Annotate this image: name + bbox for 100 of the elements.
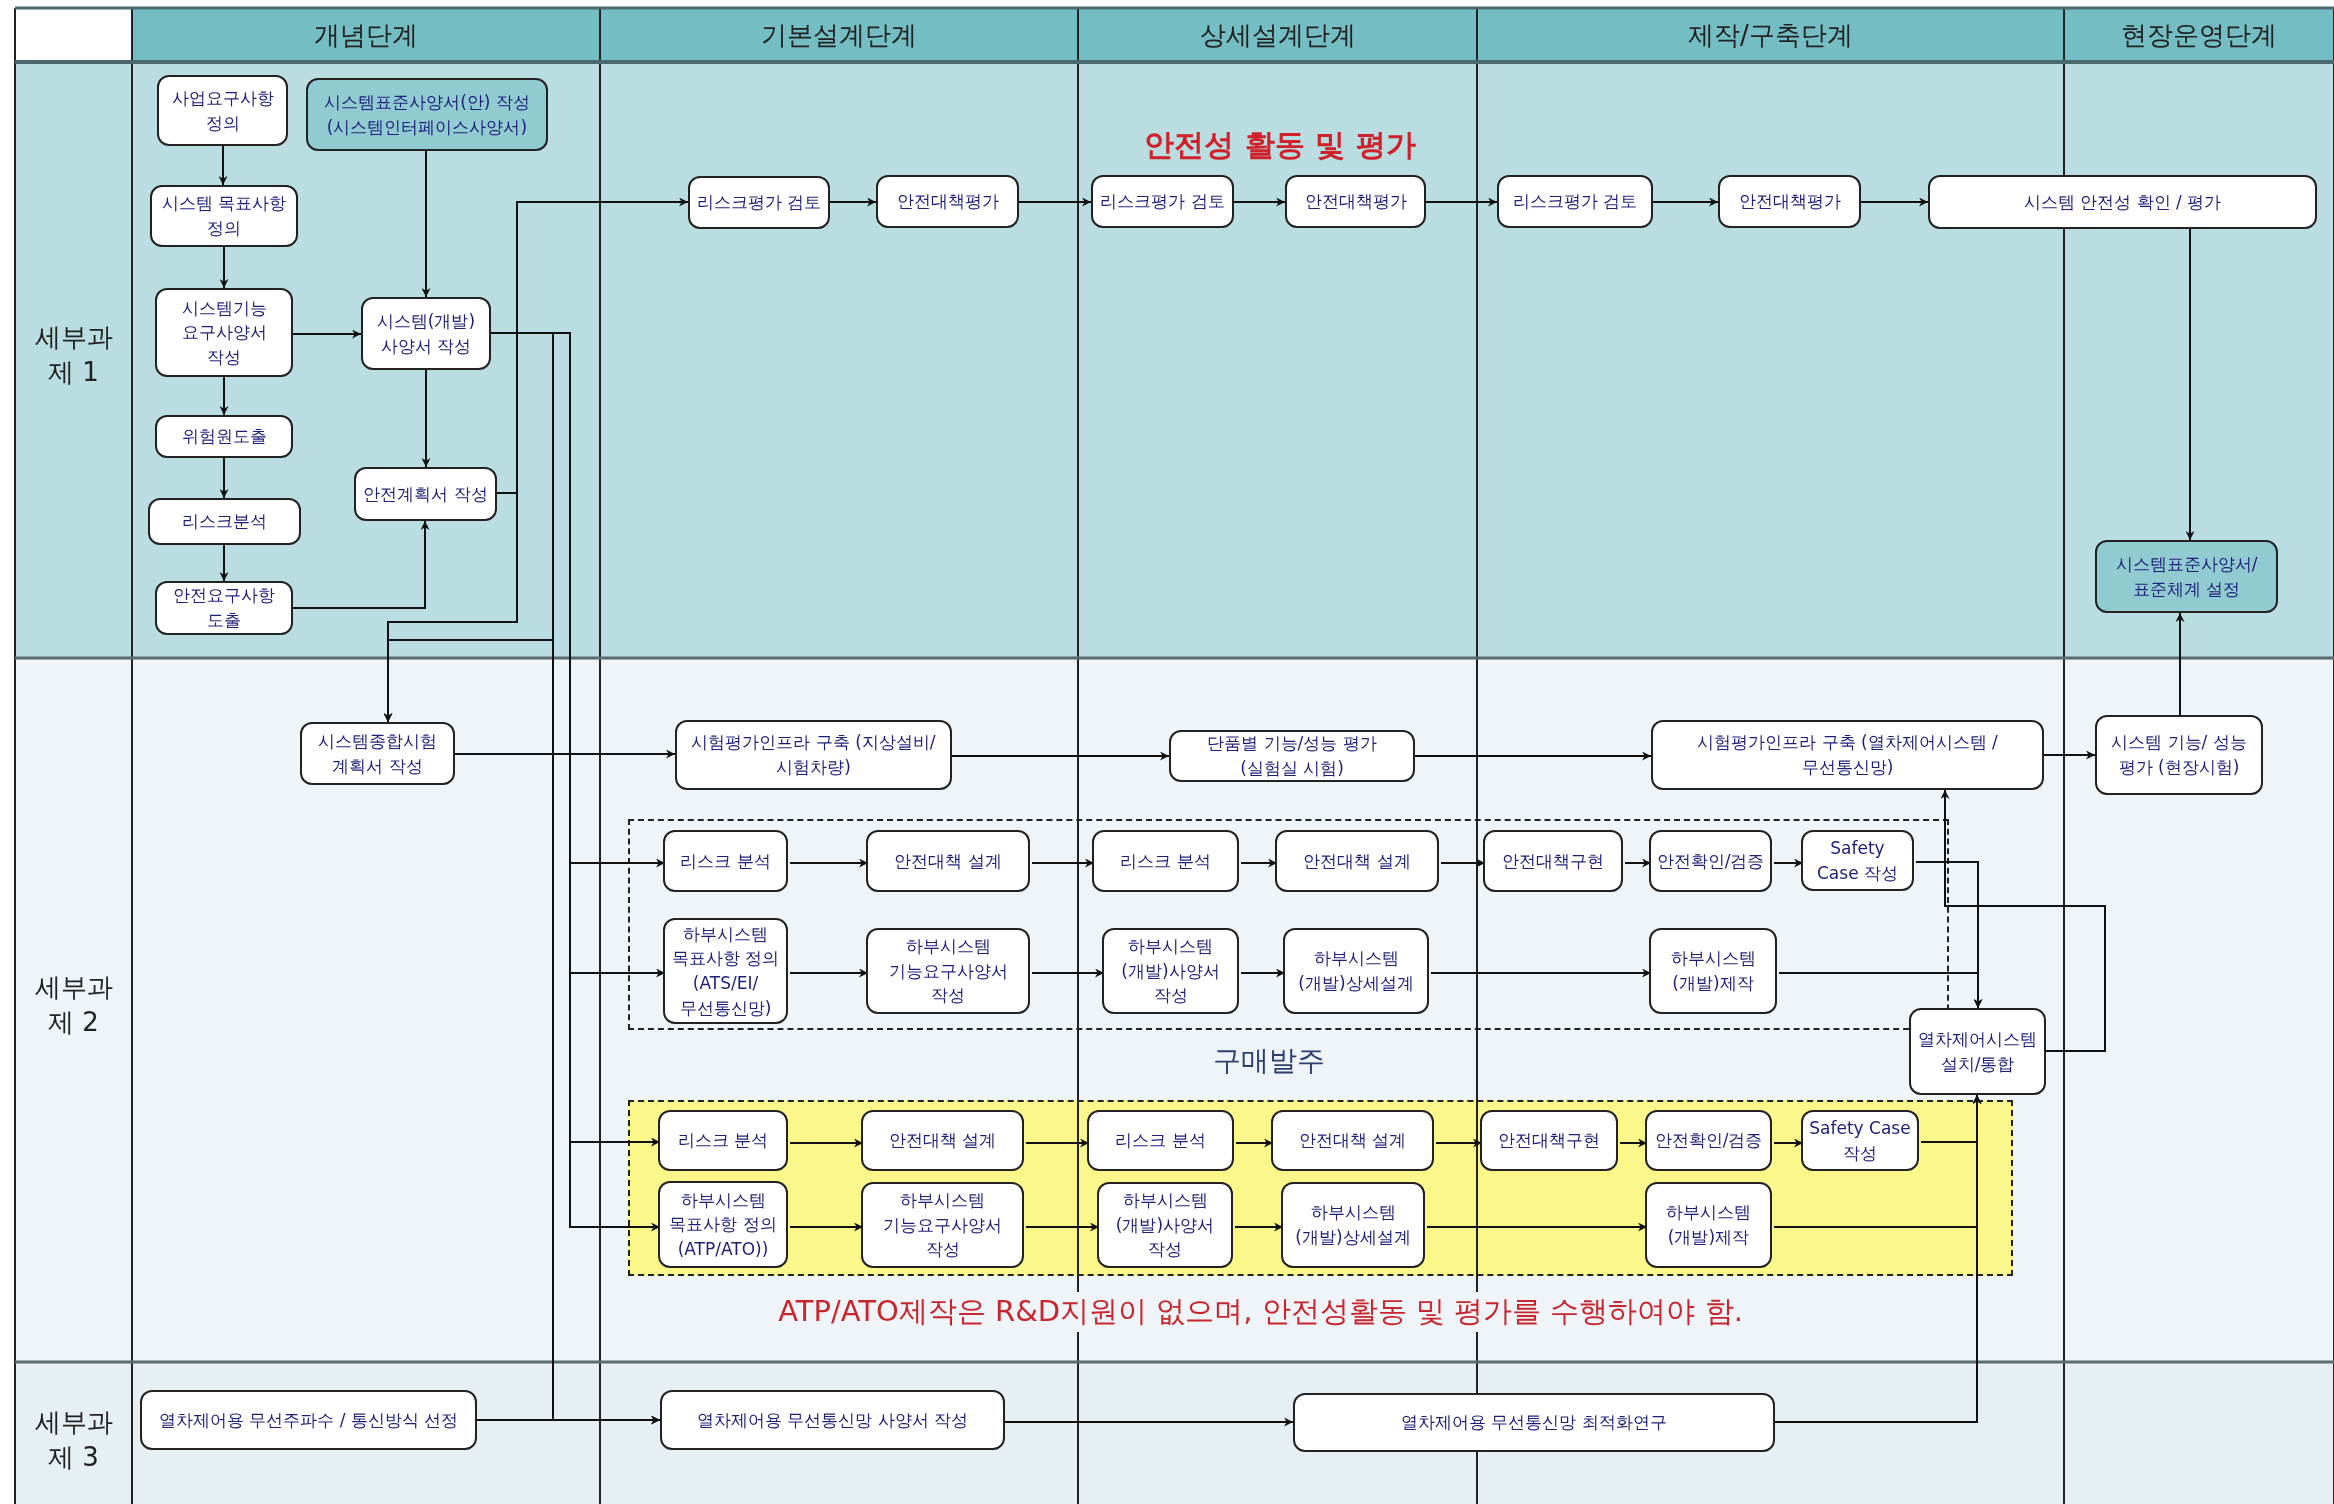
process-box: 하부시스템 목표사항 정의 (ATP/ATO)) <box>658 1181 788 1268</box>
arrow <box>1940 789 2106 1052</box>
arrow <box>1426 1222 1648 1232</box>
process-box: 시스템기능 요구사양서 작성 <box>155 288 293 377</box>
process-box: 안전대책 설계 <box>866 830 1030 892</box>
arrow <box>829 197 877 207</box>
process-box: 하부시스템 (개발)사양서 작성 <box>1097 1182 1233 1268</box>
process-box: 하부시스템 기능요구사양서 작성 <box>861 1182 1024 1268</box>
arrow <box>789 858 869 868</box>
row-header: 세부과제 3 <box>33 1406 114 1474</box>
arrow <box>1652 197 1719 207</box>
column-header: 기본설계단계 <box>600 8 1078 62</box>
arrow <box>1240 858 1278 868</box>
process-box: 리스크평가 검토 <box>1497 175 1653 228</box>
arrow <box>1624 858 1652 868</box>
arrow <box>1004 1417 1294 1427</box>
arrow <box>219 457 229 499</box>
process-box: 시스템 목표사항 정의 <box>150 185 298 247</box>
process-box: 안전계획서 작성 <box>354 467 497 521</box>
arrow <box>1774 1094 1982 1423</box>
row-header: 세부과제 1 <box>33 321 114 389</box>
column-header: 현장운영단계 <box>2064 8 2334 62</box>
arrow <box>454 749 676 759</box>
process-box: 시스템 기능/ 성능 평가 (현장시험) <box>2095 715 2263 795</box>
process-box: 안전대책 설계 <box>1271 1110 1434 1171</box>
process-box: 안전대책평가 <box>876 175 1019 228</box>
arrow <box>1234 1222 1284 1232</box>
process-box: 시험평가인프라 구축 (지상설비/시험차량) <box>675 720 952 790</box>
process-box: 하부시스템 기능요구사양서 작성 <box>866 928 1030 1014</box>
arrow <box>2043 750 2096 760</box>
process-box: 하부시스템 (개발)제작 <box>1649 928 1777 1014</box>
arrow <box>1430 968 1652 978</box>
arrow <box>219 376 229 416</box>
arrow <box>1025 1222 1100 1232</box>
process-box: 시험평가인프라 구축 (열차제어시스템 / 무선통신망) <box>1651 720 2044 790</box>
arrow <box>1235 1138 1274 1148</box>
arrow <box>789 1222 864 1232</box>
process-box: 위험원도출 <box>155 415 293 458</box>
process-box: 열차제어용 무선통신망 최적화연구 <box>1293 1393 1775 1452</box>
process-box: 안전대책평가 <box>1718 175 1861 228</box>
process-box: Safety Case 작성 <box>1801 830 1914 891</box>
process-box: 단품별 기능/성능 평가 (실험실 시험) <box>1169 730 1415 782</box>
arrow <box>1619 1138 1648 1148</box>
section-title: 안전성 활동 및 평가 <box>1143 125 1417 164</box>
arrow <box>789 968 869 978</box>
process-box: 하부시스템 (개발)제작 <box>1645 1182 1772 1268</box>
column-header: 상세설계단계 <box>1078 8 1477 62</box>
arrow <box>1031 858 1095 868</box>
process-box: 하부시스템 목표사항 정의 (ATS/EI/ 무선통신망) <box>663 918 788 1024</box>
process-box: 시스템 안전성 확인 / 평가 <box>1928 175 2317 229</box>
process-box: 시스템표준사양서(안) 작성 (시스템인터페이스사양서) <box>306 78 548 151</box>
process-box: 리스크 분석 <box>663 830 788 892</box>
arrow <box>1773 858 1804 868</box>
arrow <box>1773 1138 1804 1148</box>
process-box: 안전대책 설계 <box>1275 830 1439 892</box>
process-box: 안전대책 설계 <box>861 1110 1024 1171</box>
process-box: 안전대책평가 <box>1285 175 1426 228</box>
arrow <box>1031 968 1105 978</box>
process-box: 시스템종합시험 계획서 작성 <box>300 722 455 785</box>
process-box: 리스크 분석 <box>658 1110 788 1171</box>
arrow <box>218 145 228 186</box>
process-box: Safety Case 작성 <box>1801 1110 1919 1171</box>
process-box: 사업요구사항 정의 <box>157 75 288 146</box>
process-box: 시스템(개발) 사양서 작성 <box>361 297 491 370</box>
process-box: 열차제어용 무선통신망 사양서 작성 <box>660 1390 1005 1450</box>
arrow <box>1025 1138 1090 1148</box>
arrow <box>1233 197 1286 207</box>
arrow <box>219 246 229 289</box>
arrow <box>951 751 1170 761</box>
arrow <box>789 1138 864 1148</box>
process-box: 안전대책구현 <box>1483 830 1623 892</box>
arrow <box>292 329 362 339</box>
arrow <box>292 520 430 609</box>
process-box: 하부시스템 (개발)상세설계 <box>1281 1182 1425 1268</box>
process-box: 열차제어시스템 설치/통합 <box>1909 1008 2046 1095</box>
process-box: 리스크 분석 <box>1087 1110 1234 1171</box>
process-box: 안전요구사항 도출 <box>155 581 293 635</box>
process-box: 열차제어용 무선주파수 / 통신방식 선정 <box>140 1390 477 1450</box>
arrow <box>219 544 229 582</box>
arrow <box>476 1415 661 1425</box>
arrow <box>1860 197 1929 207</box>
arrow <box>421 369 431 468</box>
arrow <box>1018 197 1092 207</box>
arrow <box>1440 858 1486 868</box>
arrow <box>1414 751 1652 761</box>
arrow <box>2185 228 2195 541</box>
arrow <box>383 492 518 723</box>
process-box: 안전확인/검증 <box>1649 830 1772 892</box>
row-header: 세부과제 2 <box>33 971 114 1039</box>
arrow <box>1778 972 1983 1009</box>
process-box: 리스크분석 <box>148 498 301 545</box>
process-box: 안전대책구현 <box>1480 1110 1618 1171</box>
arrow <box>1435 1138 1483 1148</box>
arrow <box>2175 612 2185 716</box>
process-box: 하부시스템 (개발)상세설계 <box>1283 928 1429 1014</box>
process-box: 리스크평가 검토 <box>1091 175 1234 228</box>
column-header: 제작/구축단계 <box>1477 8 2064 62</box>
arrow <box>1425 197 1498 207</box>
column-header: 개념단계 <box>132 8 600 62</box>
process-box: 하부시스템 (개발)사양서 작성 <box>1102 928 1239 1014</box>
